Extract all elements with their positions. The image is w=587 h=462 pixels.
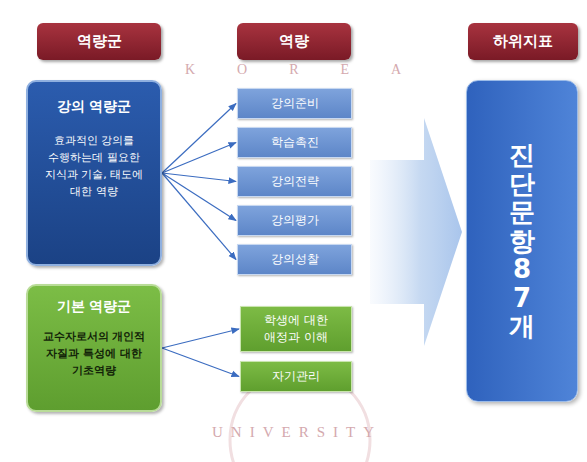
group-title: 강의 역량군 <box>57 98 132 116</box>
competency-box: 자기관리 <box>240 361 352 392</box>
competency-box: 강의평가 <box>237 205 352 236</box>
box-label: 역량 <box>279 32 309 51</box>
box-label: 강의준비 <box>271 95 319 112</box>
connector-arrow <box>162 173 236 260</box>
group-description: 효과적인 강의를 수행하는데 필요한 지식과 기술, 태도에 대한 역량 <box>38 132 150 200</box>
column-header: 역량군 <box>37 23 161 60</box>
box-label: 강의성찰 <box>271 251 319 268</box>
box-label: 학생에 대한 애정과 이해 <box>247 312 345 346</box>
flow-arrow <box>370 118 462 346</box>
connector-arrow <box>162 143 236 174</box>
box-label: 학습촉진 <box>271 134 319 151</box>
connector-arrow <box>162 329 239 348</box>
competency-box: 강의전략 <box>237 166 352 197</box>
connector-arrow <box>162 348 239 377</box>
competency-box: 강의성찰 <box>237 244 352 275</box>
column-header: 하위지표 <box>468 23 578 60</box>
box-label: 역량군 <box>77 32 122 51</box>
group-box: 강의 역량군효과적인 강의를 수행하는데 필요한 지식과 기술, 태도에 대한 … <box>26 80 162 266</box>
column-header: 역량 <box>237 23 351 60</box>
watermark-text: KOREA <box>185 62 443 78</box>
box-label: 강의전략 <box>271 173 319 190</box>
watermark-text: UNIVERSITY <box>212 424 382 441</box>
group-description: 교수자로서의 개인적 자질과 특성에 대한 기초역량 <box>36 328 152 379</box>
group-box: 기본 역량군교수자로서의 개인적 자질과 특성에 대한 기초역량 <box>26 284 162 412</box>
box-label: 강의평가 <box>271 212 319 229</box>
connector-arrow <box>162 173 236 221</box>
competency-box: 강의준비 <box>237 88 352 119</box>
indicator-box: 진단문항 87개 <box>466 80 578 402</box>
box-label: 자기관리 <box>272 368 320 385</box>
group-title: 기본 역량군 <box>57 298 132 316</box>
connector-arrow <box>162 104 236 174</box>
competency-box: 학습촉진 <box>237 127 352 158</box>
indicator-text: 진단문항 87개 <box>509 141 535 341</box>
competency-box: 학생에 대한 애정과 이해 <box>240 306 352 352</box>
box-label: 하위지표 <box>493 32 553 51</box>
